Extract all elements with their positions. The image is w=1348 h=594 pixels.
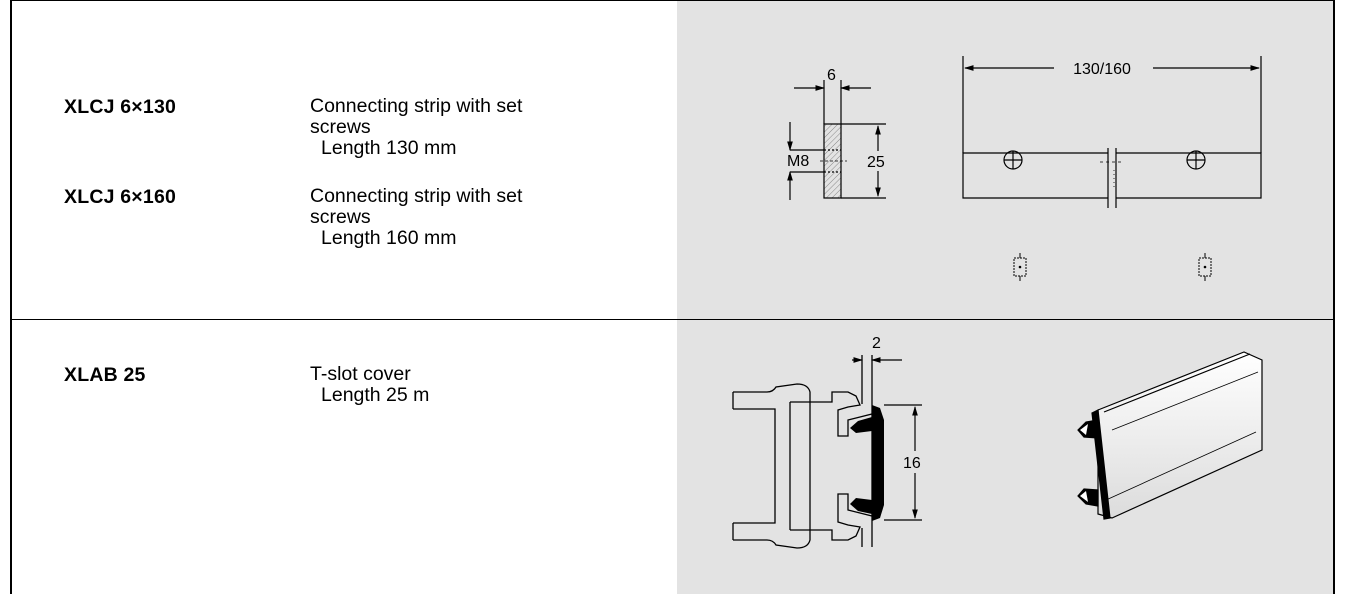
- dim-width-label: 6: [827, 67, 836, 84]
- strip-side-view: [787, 80, 886, 200]
- cover-lip-bottom: [850, 498, 872, 514]
- product-length: Length 25 m: [321, 384, 430, 406]
- dim-height-label: 25: [867, 154, 885, 171]
- product-description: Connecting strip with set screws Length …: [310, 96, 522, 159]
- label-knockout: [866, 151, 890, 171]
- description-line: Connecting strip with set: [310, 95, 523, 117]
- description-line: Connecting strip with set: [310, 185, 523, 207]
- product-description: Connecting strip with set screws Length …: [310, 186, 522, 249]
- product-length: Length 130 mm: [321, 137, 457, 159]
- description-line: T-slot cover: [310, 363, 411, 385]
- strip-top-view: [962, 56, 1262, 208]
- product-code: XLAB 25: [64, 364, 146, 386]
- dim-cover-height-label: 16: [903, 455, 921, 472]
- cover-strip-shape: [872, 405, 884, 521]
- description-line: screws: [310, 116, 371, 138]
- set-screw-icon: [1013, 253, 1027, 281]
- row-divider: [12, 319, 1333, 320]
- description-line: screws: [310, 206, 371, 228]
- tslot-profile-section: [732, 355, 873, 549]
- dim-length-label: 130/160: [1073, 61, 1131, 78]
- product-description: T-slot cover Length 25 m: [310, 364, 429, 406]
- cover-lip-top: [850, 417, 872, 433]
- set-screw-icon: [1198, 253, 1212, 281]
- table-border-top: [10, 0, 1335, 1]
- label-knockout: [902, 451, 928, 473]
- table-border-right: [1333, 0, 1335, 594]
- product-length: Length 160 mm: [321, 227, 457, 249]
- table-border-left: [10, 0, 12, 594]
- tslot-cover-isometric: [1077, 351, 1263, 520]
- product-code: XLCJ 6×160: [64, 186, 177, 208]
- dim-thickness-label: 2: [872, 335, 881, 352]
- drawing-panel: [677, 1, 1333, 594]
- dim-thread-label: M8: [787, 153, 809, 170]
- product-code: XLCJ 6×130: [64, 96, 177, 118]
